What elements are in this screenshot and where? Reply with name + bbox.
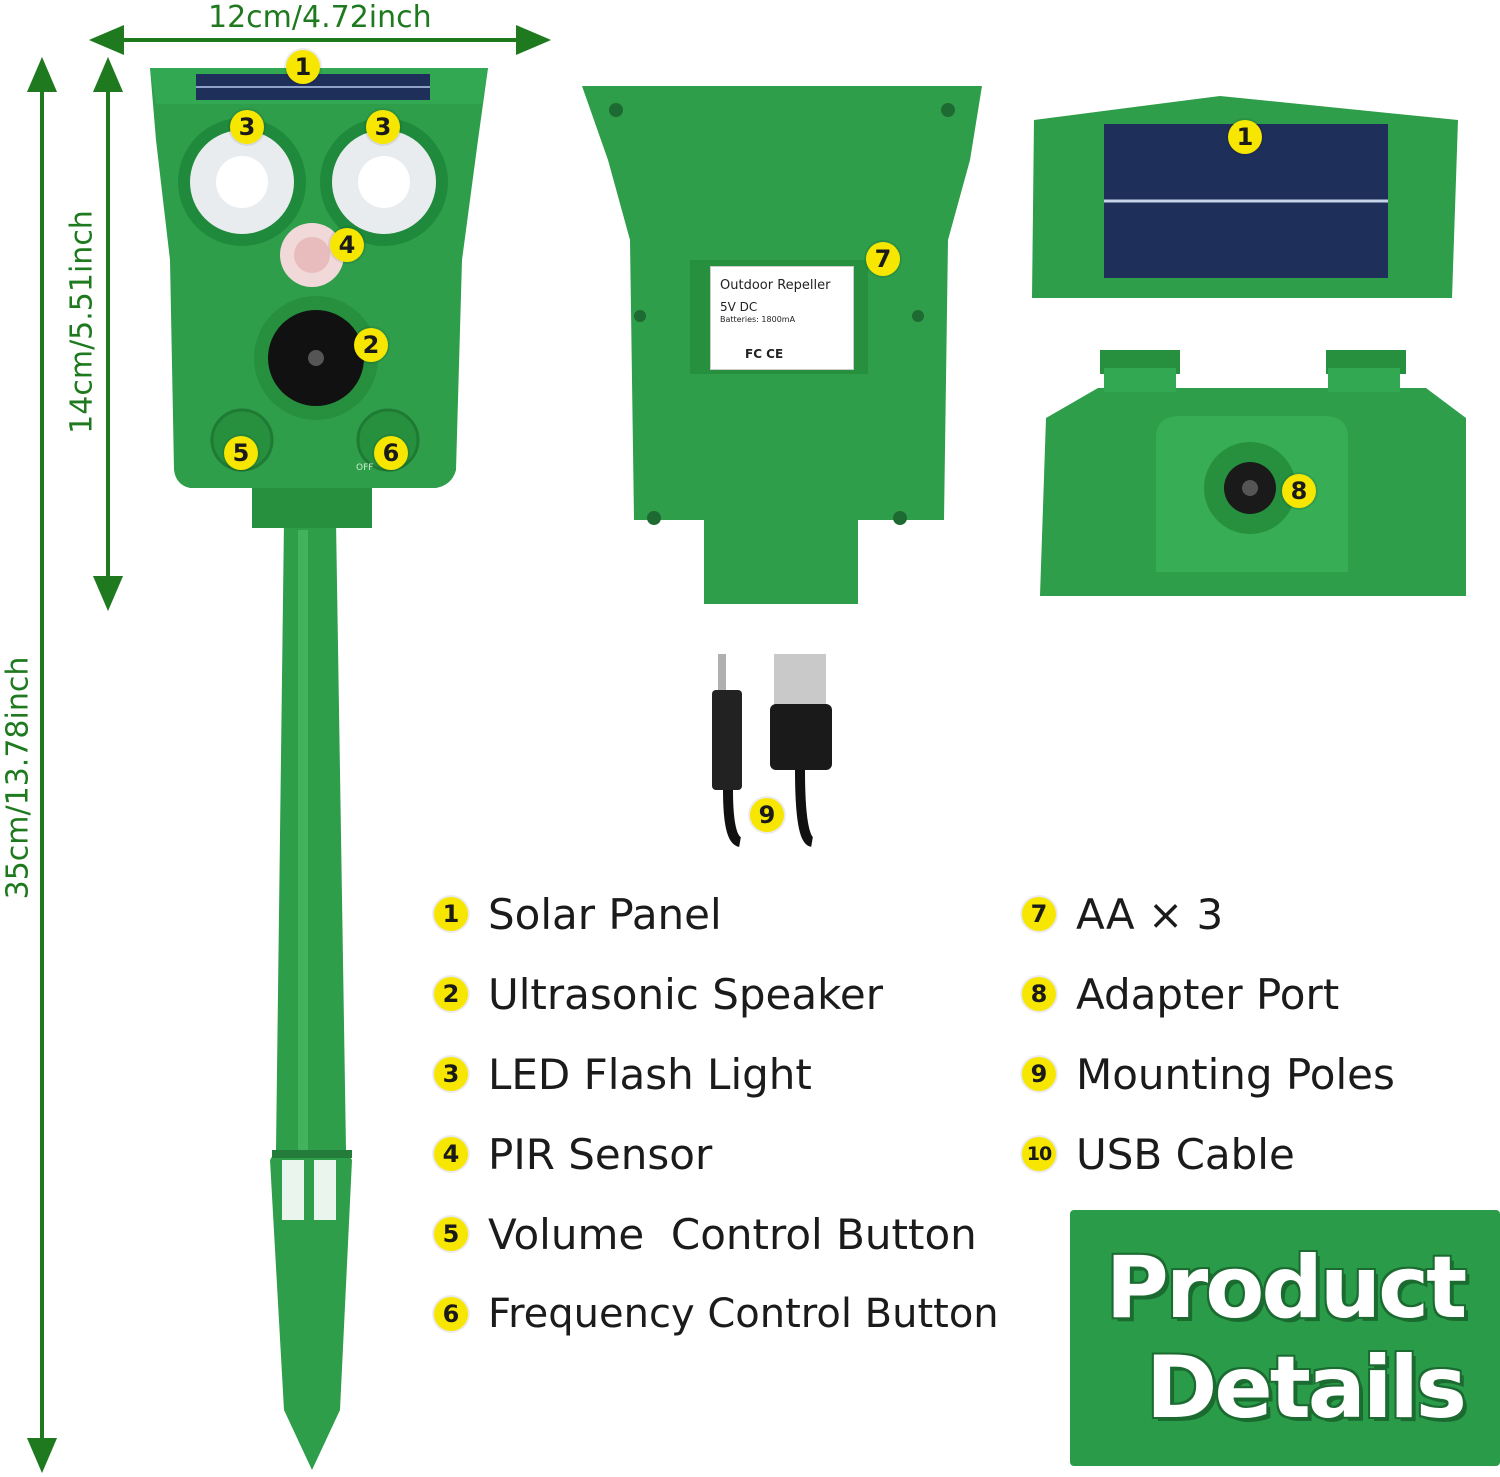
legend-text: LED Flash Light — [488, 1049, 812, 1099]
product-details-line1: Product — [1105, 1238, 1467, 1338]
legend-badge: 7 — [1022, 897, 1056, 931]
legend-text: USB Cable — [1076, 1129, 1295, 1179]
legend-text: AA × 3 — [1076, 889, 1224, 939]
front-device-illustration — [150, 68, 488, 1470]
badge-8: 8 — [1282, 474, 1316, 508]
cable-illustration — [712, 654, 832, 847]
dial-off-label: OFF — [356, 463, 374, 473]
device-label-marks: FC CE — [745, 347, 784, 361]
device-label-title: Outdoor Repeller — [720, 278, 831, 293]
legend-text: PIR Sensor — [488, 1129, 713, 1179]
legend-badge: 10 — [1022, 1137, 1056, 1171]
badge-7: 7 — [866, 242, 900, 276]
legend-text: Volume Control Button — [488, 1209, 977, 1259]
legend-badge: 8 — [1022, 977, 1056, 1011]
legend-item-adapter-port: 8 Adapter Port — [1022, 969, 1340, 1019]
badge-4: 4 — [330, 228, 364, 262]
badge-1-front: 1 — [286, 50, 320, 84]
device-label-card: Outdoor Repeller 5V DC Batteries: 1800mA… — [710, 266, 854, 370]
legend-item-usb-cable: 10 USB Cable — [1022, 1129, 1295, 1179]
device-label-batteries: Batteries: 1800mA — [720, 315, 796, 324]
product-details-banner: Product Details — [1070, 1210, 1500, 1466]
legend-item-volume-control: 5 Volume Control Button — [434, 1209, 977, 1259]
badge-3-right: 3 — [366, 110, 400, 144]
legend-item-ultrasonic-speaker: 2 Ultrasonic Speaker — [434, 969, 884, 1019]
legend-badge: 2 — [434, 977, 468, 1011]
legend-text: Ultrasonic Speaker — [488, 969, 884, 1019]
badge-2: 2 — [354, 328, 388, 362]
device-label-voltage: 5V DC — [720, 300, 758, 314]
legend-item-pir-sensor: 4 PIR Sensor — [434, 1129, 713, 1179]
legend-text: Adapter Port — [1076, 969, 1340, 1019]
legend-badge: 3 — [434, 1057, 468, 1091]
badge-5: 5 — [224, 436, 258, 470]
width-dimension-label: 12cm/4.72inch — [208, 0, 432, 35]
legend-item-aa-batteries: 7 AA × 3 — [1022, 889, 1224, 939]
legend-text: Solar Panel — [488, 889, 722, 939]
legend-badge: 6 — [434, 1297, 468, 1331]
legend-item-led-flash-light: 3 LED Flash Light — [434, 1049, 812, 1099]
badge-6: 6 — [374, 436, 408, 470]
legend-text: Mounting Poles — [1076, 1049, 1395, 1099]
legend-item-frequency-control: 6 Frequency Control Button — [434, 1290, 999, 1338]
badge-3-left: 3 — [230, 110, 264, 144]
legend-badge: 5 — [434, 1217, 468, 1251]
legend-badge: 4 — [434, 1137, 468, 1171]
legend-item-mounting-poles: 9 Mounting Poles — [1022, 1049, 1395, 1099]
legend-badge: 9 — [1022, 1057, 1056, 1091]
legend-badge: 1 — [434, 897, 468, 931]
product-details-line2: Details — [1145, 1338, 1467, 1438]
badge-1-top: 1 — [1228, 120, 1262, 154]
legend-item-solar-panel: 1 Solar Panel — [434, 889, 722, 939]
badge-9-cable: 9 — [750, 798, 784, 832]
legend-text: Frequency Control Button — [488, 1291, 999, 1337]
